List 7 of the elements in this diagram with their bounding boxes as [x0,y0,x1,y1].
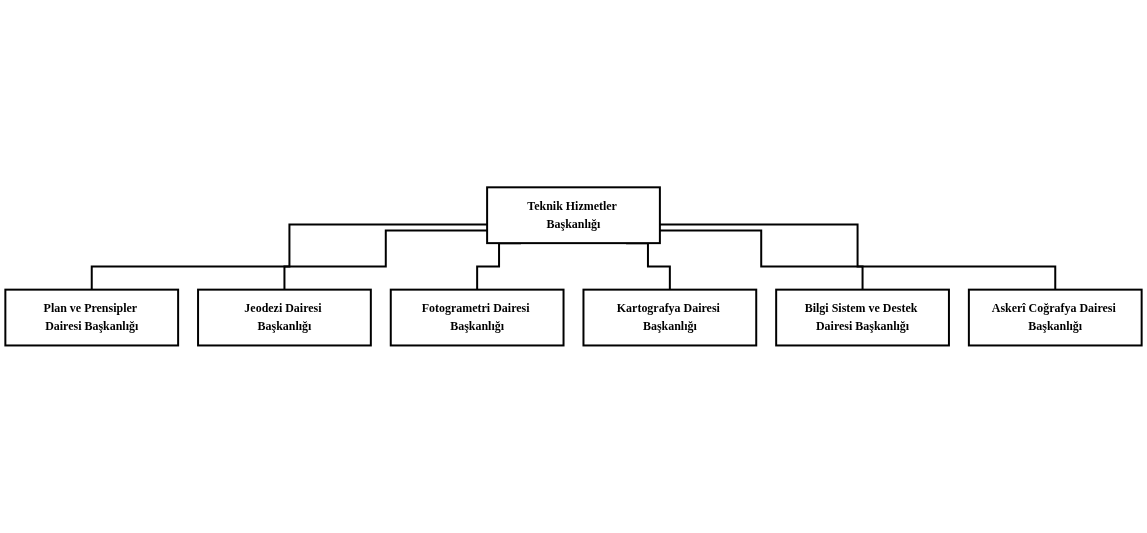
node-box: Plan ve Prensipler Dairesi Başkanlığı [4,288,180,347]
node-box: Bilgi Sistem ve Destek Dairesi Başkanlığı [775,288,950,347]
node-box: Teknik Hizmetler Başkanlığı [486,186,661,245]
node-box: Kartografya Dairesi Başkanlığı [582,288,758,347]
node-box: Askerî Coğrafya Dairesi Başkanlığı [967,288,1143,347]
node-box: Fotogrametri Dairesi Başkanlığı [389,288,565,347]
node-box: Jeodezi Dairesi Başkanlığı [197,288,372,347]
